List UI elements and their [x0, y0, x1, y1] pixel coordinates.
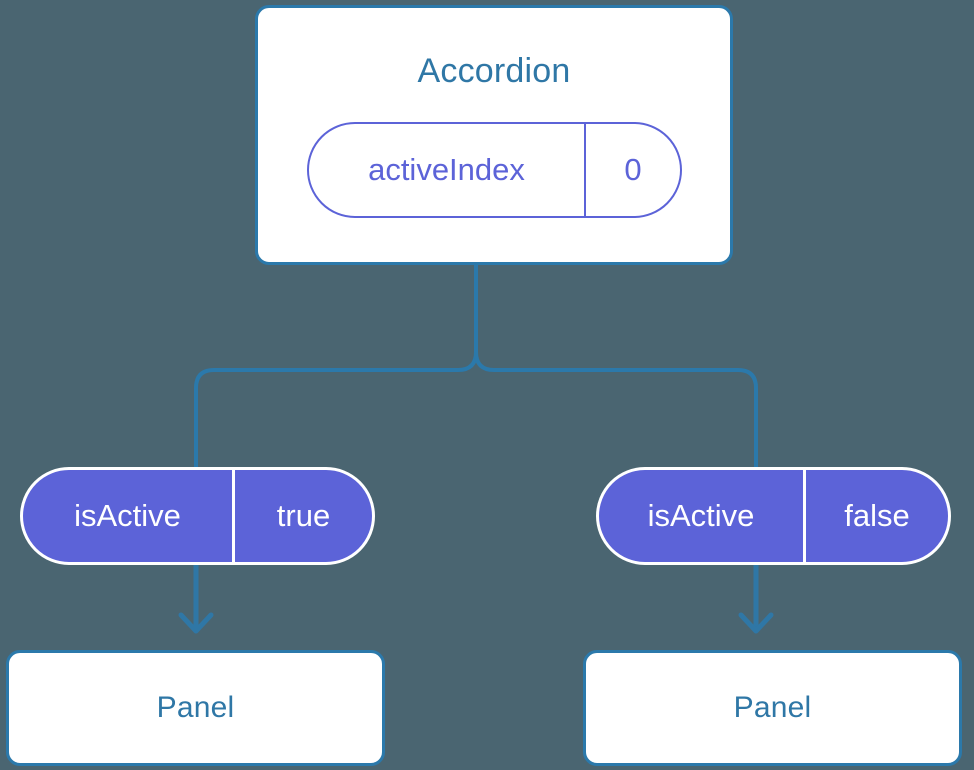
arrow-right-head	[738, 612, 774, 634]
accordion-state-key: activeIndex	[309, 124, 586, 216]
panel-prop-pill-left[interactable]: isActive true	[20, 467, 375, 565]
panel-prop-value-right: false	[844, 498, 910, 533]
panel-prop-value-left: true	[276, 498, 331, 533]
accordion-card-title: Accordion	[417, 52, 571, 90]
panel-prop-pill-right[interactable]: isActive false	[596, 467, 951, 565]
accordion-state-pill[interactable]: activeIndex 0	[307, 122, 682, 218]
accordion-state-value: 0	[624, 152, 642, 187]
panel-card-title-right: Panel	[733, 691, 812, 724]
panel-card-title-left: Panel	[156, 691, 235, 724]
arrow-left-head	[178, 612, 214, 634]
fork-connector-right	[474, 263, 758, 469]
panel-component-card-right[interactable]: Panel	[583, 650, 962, 766]
panel-prop-key-left: isActive	[23, 470, 235, 562]
panel-component-card-left[interactable]: Panel	[6, 650, 385, 766]
panel-prop-key-right: isActive	[599, 470, 806, 562]
fork-connector	[194, 263, 478, 469]
